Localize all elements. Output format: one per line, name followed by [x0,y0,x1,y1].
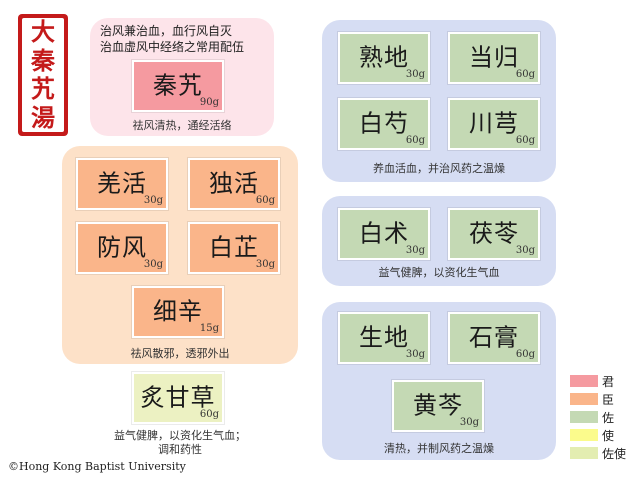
herb-dose: 60g [515,69,535,80]
herb-name: 熟地 [359,43,409,72]
jun-description-line2: 治血虚风中经络之常用配伍 [100,40,245,54]
herb-name: 当归 [469,43,519,72]
herb-huangqin: 黄芩 30g [392,380,484,432]
herb-baizhi: 白芷 30g [188,222,280,274]
herb-dose: 30g [515,245,535,256]
seal-char: 秦 [31,45,55,75]
herb-dose: 60g [515,349,535,360]
legend-label-shi: 使 [602,429,615,443]
herb-chuanxiong: 川芎 60g [448,98,540,150]
legend-swatch-jun [570,375,598,387]
herb-name: 独活 [209,169,259,198]
legend-label-zuoshi: 佐使 [602,447,627,461]
herb-name: 生地 [359,323,409,352]
herb-name: 炙甘草 [140,383,216,412]
herb-name: 细辛 [153,297,203,326]
herb-name: 川芎 [469,109,519,138]
herb-dose: 60g [515,135,535,146]
herb-baizhu: 白术 30g [338,208,430,260]
legend-label-chen: 臣 [602,393,615,407]
herb-name: 白术 [359,219,409,248]
herb-name: 白芍 [359,109,409,138]
herb-dose: 60g [405,135,425,146]
herb-shigao: 石膏 60g [448,312,540,364]
herb-name: 石膏 [469,323,519,352]
herb-dose: 60g [255,195,275,206]
herb-shengdi: 生地 30g [338,312,430,364]
legend-label-zuo: 佐 [602,411,615,425]
jun-description-line1: 治风兼治血，血行风自灭 [100,24,233,38]
herb-dose: 30g [255,259,275,270]
legend-swatch-zuoshi [570,447,598,459]
jun-caption: 祛风清热，通经活络 [132,119,232,132]
seal-char: 湯 [31,102,55,132]
herb-danggui: 当归 60g [448,32,540,84]
seal-char: 艽 [31,74,55,104]
zuoshi-caption-line2: 调和药性 [158,443,202,456]
zuoshi-caption-line1: 益气健脾，以资化生气血； [114,429,246,442]
herb-qinjiao: 秦艽 90g [132,60,224,112]
herb-name: 秦艽 [153,71,203,100]
formula-seal: 大 秦 艽 湯 [18,14,68,136]
chen-caption: 祛风散邪，透邪外出 [130,347,230,360]
legend-swatch-zuo [570,411,598,423]
herb-name: 羌活 [97,169,147,198]
herb-dose: 30g [459,417,479,428]
legend-swatch-shi [570,429,598,441]
herb-fuling: 茯苓 30g [448,208,540,260]
blood-caption: 养血活血，并治风药之温燥 [373,162,505,175]
seal-inner: 大 秦 艽 湯 [22,18,64,132]
herb-fangfeng: 防风 30g [76,222,168,274]
qi-caption: 益气健脾，以资化生气血 [378,266,500,279]
herb-dose: 15g [199,323,219,334]
herb-dose: 30g [143,195,163,206]
herb-dose: 30g [405,245,425,256]
heat-caption: 清热，并制风药之温燥 [384,442,494,455]
herb-baishao: 白芍 60g [338,98,430,150]
herb-duhuo: 独活 60g [188,158,280,210]
herb-xixin: 细辛 15g [132,286,224,338]
herb-name: 黄芩 [413,391,463,420]
herb-dose: 60g [199,409,219,420]
copyright-text: ©Hong Kong Baptist University [8,460,186,473]
herb-name: 防风 [97,233,147,262]
seal-char: 大 [31,17,55,47]
herb-qianghuo: 羌活 30g [76,158,168,210]
herb-name: 白芷 [209,233,259,262]
legend-swatch-chen [570,393,598,405]
herb-dose: 90g [199,97,219,108]
herb-dose: 30g [405,69,425,80]
herb-dose: 30g [405,349,425,360]
herb-dose: 30g [143,259,163,270]
herb-name: 茯苓 [469,219,519,248]
legend-label-jun: 君 [602,375,615,389]
herb-shudi: 熟地 30g [338,32,430,84]
herb-zhigancao: 炙甘草 60g [132,372,224,424]
